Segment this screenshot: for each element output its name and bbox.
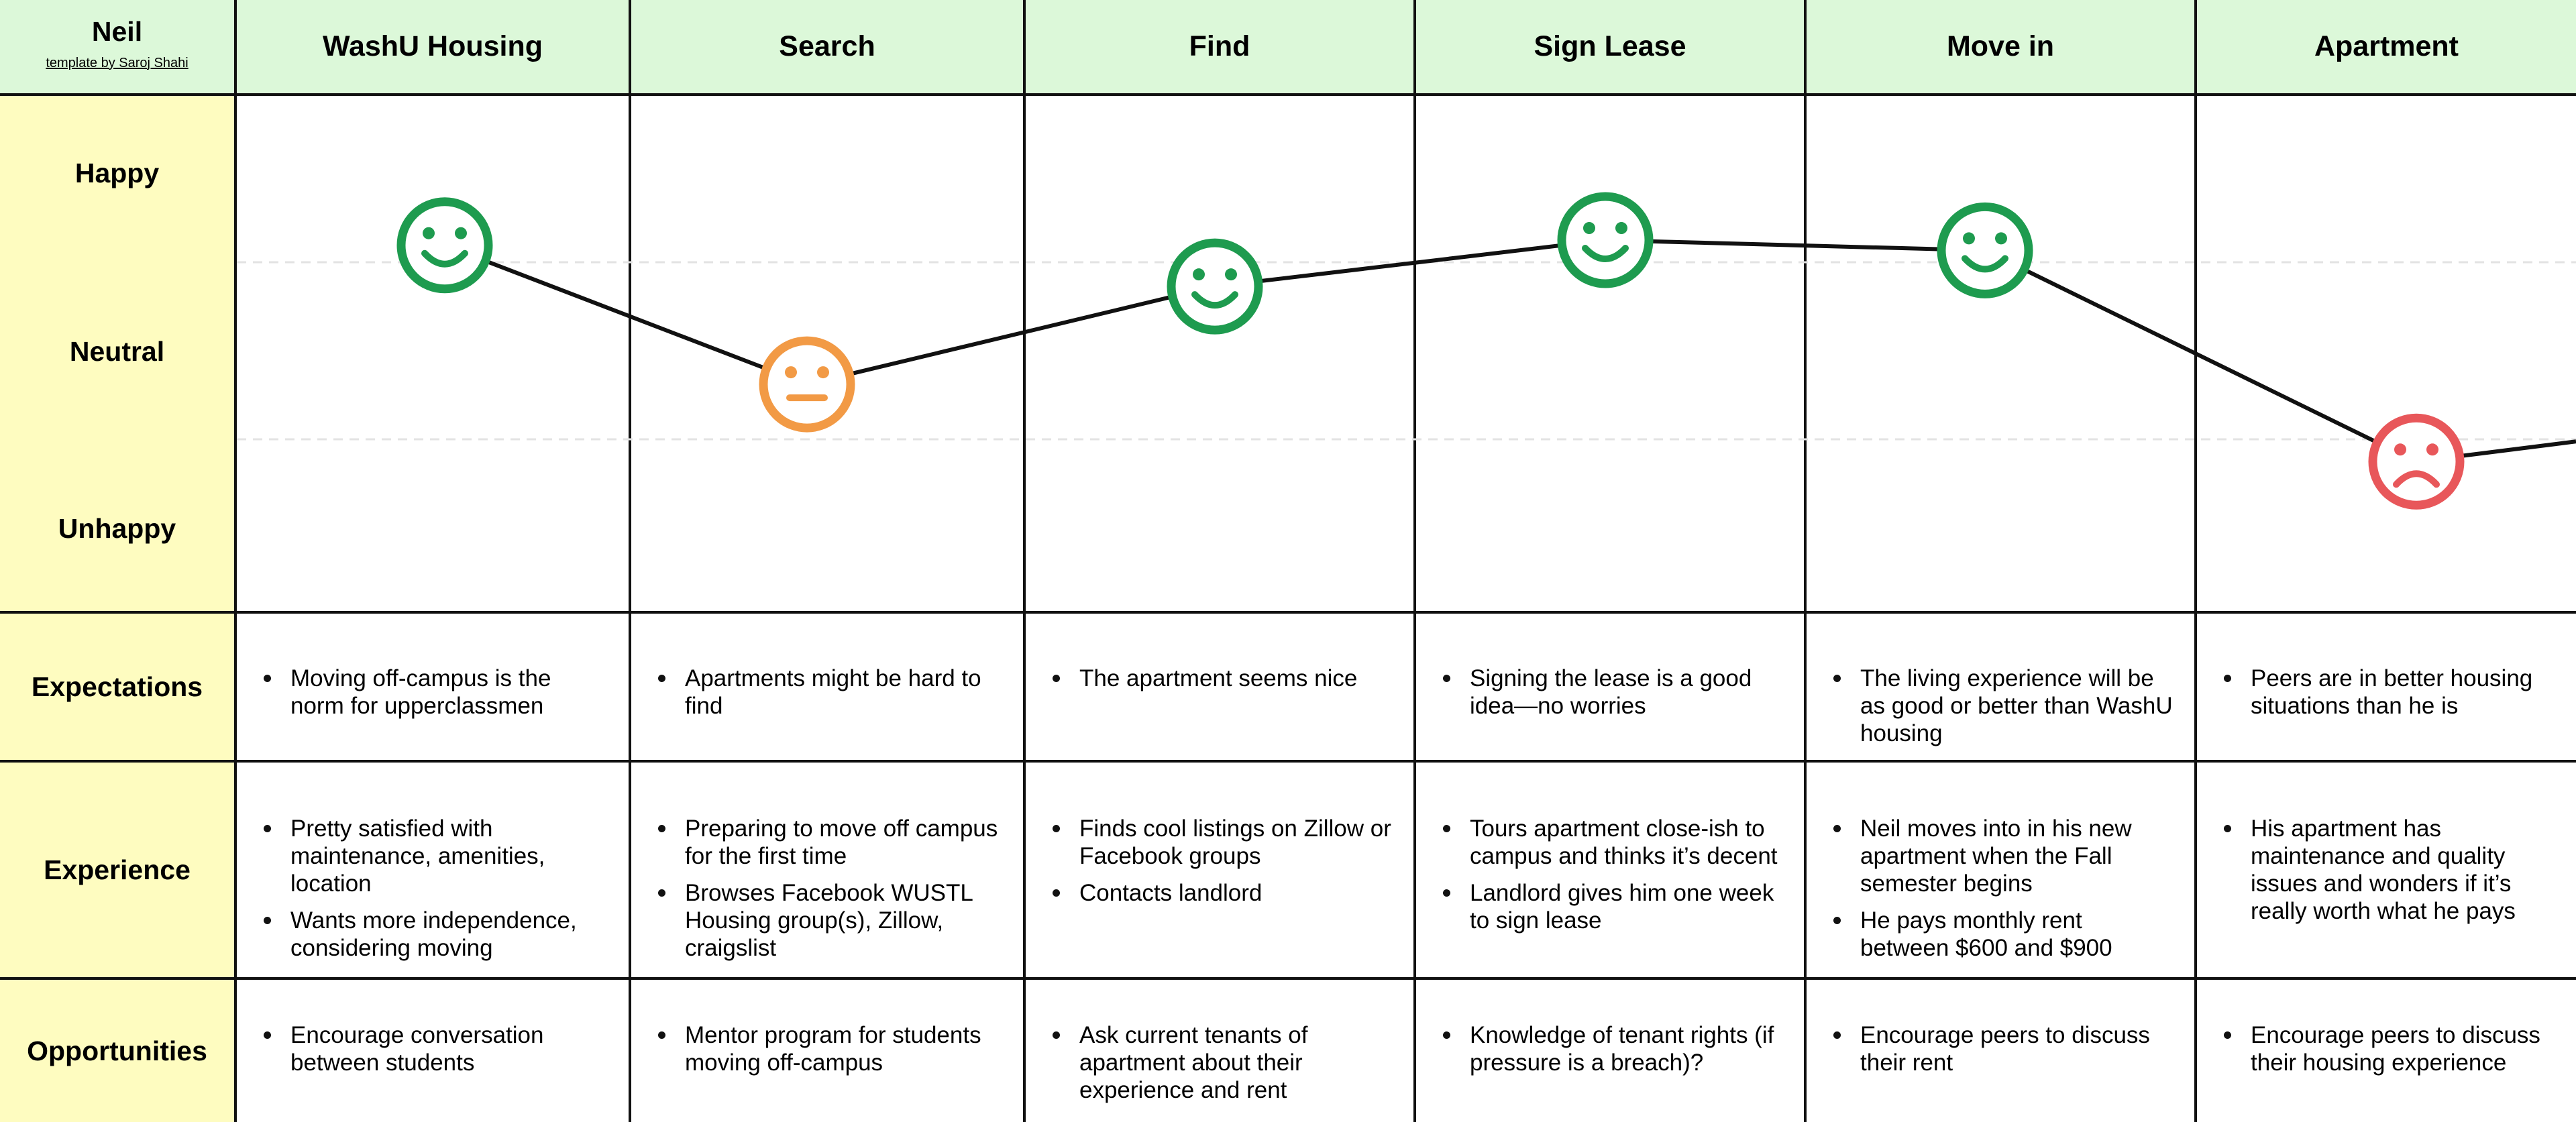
bullet-text: Ask current tenants of apartment about t… [1053,1021,1393,1104]
stage-header-apartment: Apartment [2197,0,2576,96]
template-credit-link[interactable]: template by Saroj Shahi [46,55,189,70]
neutral-face-icon [759,336,855,433]
expectations-cell-1: Apartments might be hard to find [631,614,1026,763]
bullet-text: Pretty satisfied with maintenance, ameni… [264,815,608,897]
opportunities-cell-2: Ask current tenants of apartment about t… [1026,980,1416,1122]
bullet-text: Signing the lease is a good idea—no worr… [1443,665,1784,720]
bullet-text: Encourage conversation between students [264,1021,608,1076]
expectations-cell-5: Peers are in better housing situations t… [2197,614,2576,763]
bullet-text: Knowledge of tenant rights (if pressure … [1443,1021,1784,1076]
bullet-text: Contacts landlord [1053,879,1393,907]
stage-header-sign-lease: Sign Lease [1416,0,1807,96]
stage-label: WashU Housing [322,30,543,62]
bullet-text: Mentor program for students moving off-c… [658,1021,1003,1076]
stage-label: Sign Lease [1534,30,1686,62]
bullet-text: Browses Facebook WUSTL Housing group(s),… [658,879,1003,962]
experience-cell-2: Finds cool listings on Zillow or Faceboo… [1026,763,1416,980]
stage-header-washu-housing: WashU Housing [237,0,631,96]
emotion-curve-area [237,96,2576,614]
curve-segment [443,243,808,386]
happy-face-icon [396,197,493,294]
emotion-label-neutral: Neutral [69,336,165,367]
row-label: Experience [44,854,191,885]
bullet-text: Encourage peers to discuss their rent [1833,1021,2174,1076]
opportunities-cell-3: Knowledge of tenant rights (if pressure … [1416,980,1807,1122]
bullet-text: Peers are in better housing situations t… [2224,665,2556,720]
expectations-cell-3: Signing the lease is a good idea—no worr… [1416,614,1807,763]
bullet-text: Neil moves into in his new apartment whe… [1833,815,2174,897]
bullet-text: Finds cool listings on Zillow or Faceboo… [1053,815,1393,870]
opportunities-cell-0: Encourage conversation between students [237,980,631,1122]
experience-cell-1: Preparing to move off campus for the fir… [631,763,1026,980]
stage-header-move-in: Move in [1807,0,2197,96]
stage-label: Apartment [2314,30,2459,62]
unhappy-face-icon [2368,413,2465,510]
stage-label: Find [1189,30,1250,62]
stage-label: Search [779,30,875,62]
expectations-cell-2: The apartment seems nice [1026,614,1416,763]
experience-cell-3: Tours apartment close-ish to campus and … [1416,763,1807,980]
curve-segment [1984,248,2418,463]
happy-face-icon [1167,238,1263,335]
bullet-text: His apartment has maintenance and qualit… [2224,815,2556,925]
bullet-text: Preparing to move off campus for the fir… [658,815,1003,870]
stage-label: Move in [1946,30,2055,62]
bullet-text: Wants more independence, considering mov… [264,907,608,962]
bullet-text: He pays monthly rent between $600 and $9… [1833,907,2174,962]
curve-segment [806,284,1216,386]
bullet-text: Apartments might be hard to find [658,665,1003,720]
row-header-opportunities: Opportunities [0,980,237,1122]
experience-cell-0: Pretty satisfied with maintenance, ameni… [237,763,631,980]
bullet-text: Tours apartment close-ish to campus and … [1443,815,1784,870]
emotion-curve-chart [237,96,2576,611]
bullet-text: Landlord gives him one week to sign leas… [1443,879,1784,934]
row-label: Opportunities [27,1035,207,1066]
emotion-scale: Happy Neutral Unhappy [0,96,237,614]
bullet-text: Encourage peers to discuss their housing… [2224,1021,2556,1076]
emotion-label-unhappy: Unhappy [58,513,176,544]
happy-face-icon [1937,202,2033,298]
experience-cell-4: Neil moves into in his new apartment whe… [1807,763,2197,980]
expectations-cell-4: The living experience will be as good or… [1807,614,2197,763]
emotion-label-happy: Happy [74,158,160,188]
row-header-experience: Experience [0,763,237,980]
bullet-text: The living experience will be as good or… [1833,665,2174,747]
persona-cell: Neil template by Saroj Shahi [0,0,237,96]
stage-header-search: Search [631,0,1026,96]
happy-face-icon [1557,192,1654,288]
bullet-text: Moving off-campus is the norm for upperc… [264,665,608,720]
curve-segment [1605,238,1986,253]
opportunities-cell-1: Mentor program for students moving off-c… [631,980,1026,1122]
persona-name: Neil [91,15,143,47]
experience-cell-5: His apartment has maintenance and qualit… [2197,763,2576,980]
opportunities-cell-5: Encourage peers to discuss their housing… [2197,980,2576,1122]
opportunities-cell-4: Encourage peers to discuss their rent [1807,980,2197,1122]
bullet-text: The apartment seems nice [1053,665,1393,692]
expectations-cell-0: Moving off-campus is the norm for upperc… [237,614,631,763]
row-header-expectations: Expectations [0,614,237,763]
curve-segment [1214,238,1606,289]
stage-header-find: Find [1026,0,1416,96]
row-label: Expectations [31,671,203,702]
